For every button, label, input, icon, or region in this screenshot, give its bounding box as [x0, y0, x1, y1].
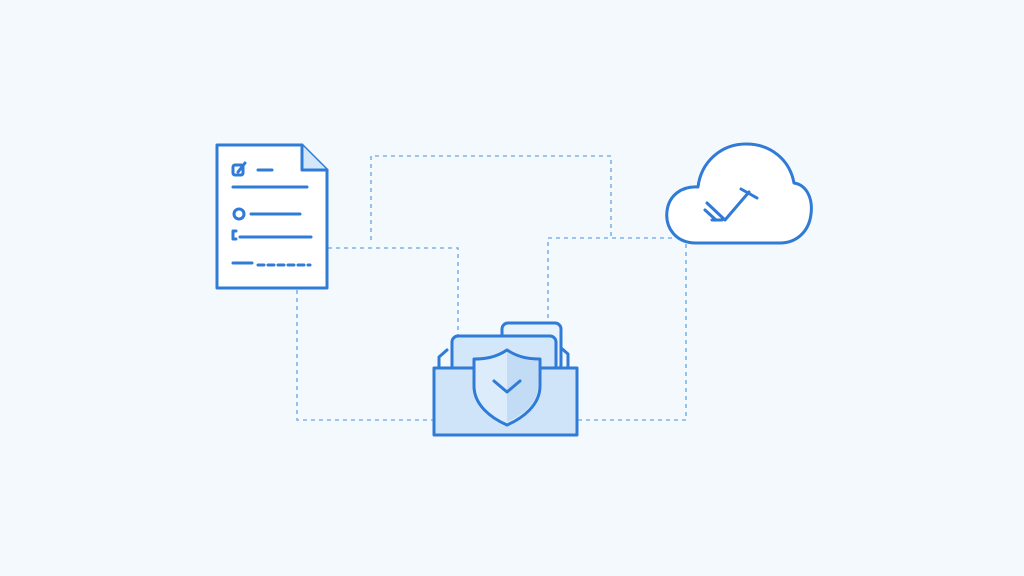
document-fold [300, 143, 329, 172]
shield-check-mark [492, 379, 522, 394]
checkbox-bracket-icon [231, 229, 238, 241]
check-mark [705, 190, 751, 222]
document-sheet [215, 143, 329, 290]
connector-top-loop [370, 155, 612, 240]
edit-icon [231, 161, 247, 177]
shield-right-shade [507, 352, 538, 422]
cloud-shape [665, 142, 813, 245]
connector-cloud-to-folder [547, 237, 672, 330]
document-checklist-icon [215, 143, 329, 290]
check-mark-bracket [703, 187, 759, 222]
connectors [296, 155, 687, 421]
connector-cloud-to-folder-bottom [578, 244, 687, 421]
radio-circle-icon [232, 207, 246, 221]
connector-doc-to-folder [328, 247, 459, 345]
folder-side-clip-left [437, 348, 449, 369]
folder-shield-icon [432, 321, 579, 437]
folder-side-clip-right [558, 345, 570, 369]
connector-doc-to-folder-bottom [296, 290, 434, 421]
cloud-check-icon [665, 142, 813, 245]
